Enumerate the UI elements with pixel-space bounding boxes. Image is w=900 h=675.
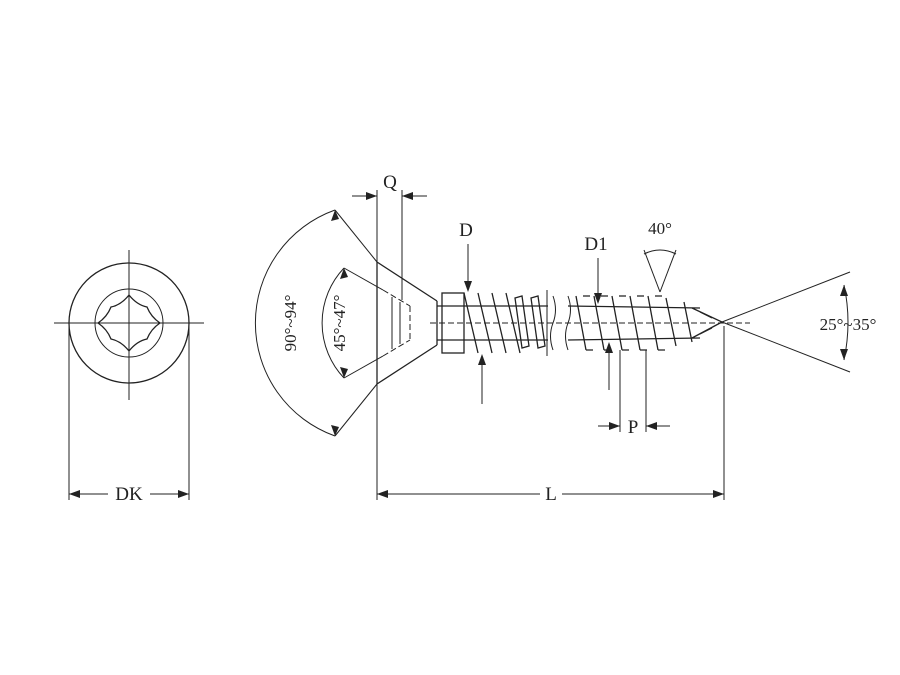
thread-angle-dimension: 40° xyxy=(643,219,677,293)
d-label: D xyxy=(459,220,473,241)
head-angle-dimension: 90°~94° xyxy=(254,209,378,437)
pitch-label: P xyxy=(628,417,639,438)
head-angle-label: 90°~94° xyxy=(281,295,300,352)
pitch-dimension: P xyxy=(598,350,670,438)
length-dimension: L xyxy=(376,326,725,505)
point-angle-dimension: 25°~35° xyxy=(721,271,877,373)
point-angle-label: 25°~35° xyxy=(820,315,877,334)
thread-angle-label: 40° xyxy=(648,219,672,238)
length-label: L xyxy=(545,484,557,505)
q-label: Q xyxy=(383,172,397,193)
dk-label: DK xyxy=(115,484,143,505)
torx-head-icon xyxy=(54,250,204,400)
countersunk-screw-icon xyxy=(376,261,750,385)
q-dimension: Q xyxy=(352,172,427,300)
recess-angle-dimension: 45°~47° xyxy=(321,267,384,379)
dk-dimension: DK xyxy=(68,323,190,505)
recess-angle-label: 45°~47° xyxy=(330,295,349,352)
d1-label: D1 xyxy=(584,234,607,255)
d1-dimension: D1 xyxy=(584,234,613,390)
d-dimension: D xyxy=(459,220,486,404)
